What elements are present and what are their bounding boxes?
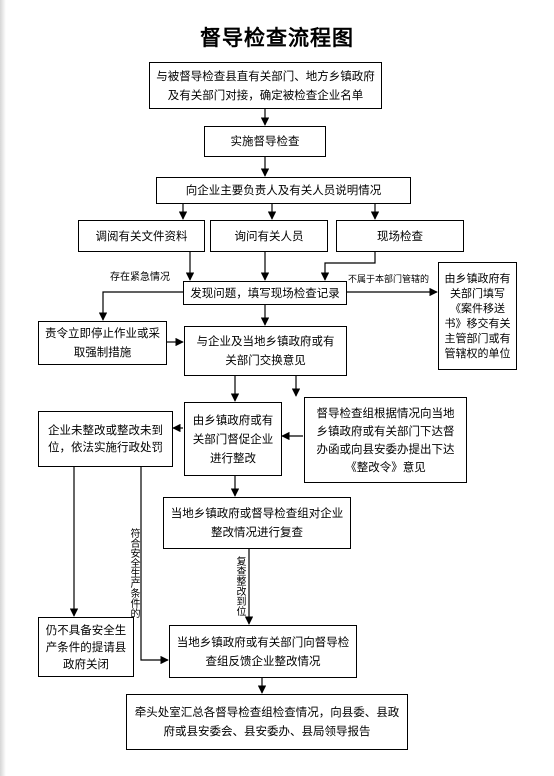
- node-request-closure: 仍不具备安全生产条件的提请县政府关闭: [38, 617, 134, 677]
- node-review-documents: 调阅有关文件资料: [78, 220, 205, 252]
- node-exchange-opinions: 与企业及当地乡镇政府或有关部门交换意见: [184, 326, 347, 376]
- arrow-n5-n7: [98, 291, 183, 321]
- node-explain-situation: 向企业主要负责人及有关人员说明情况: [156, 177, 411, 204]
- node-feedback-rectification: 当地乡镇政府或有关部门向督导检查组反馈企业整改情况: [169, 625, 357, 678]
- node-urge-rectification: 由乡镇政府或有关部门督促企业进行整改: [184, 402, 282, 476]
- node-summary-report: 牵头处室汇总各督导检查组检查情况，向县委、县政府或县安委会、县安委办、县局领导报…: [126, 694, 408, 750]
- node-recheck-rectification: 当地乡镇政府或督导检查组对企业整改情况进行复查: [163, 497, 351, 549]
- node-contact-departments: 与被督导检查县直有关部门、地方乡镇政府及有关部门对接，确定被检查企业名单: [149, 62, 382, 109]
- label-not-jurisdiction: 不属于本部门管辖的: [348, 275, 430, 285]
- label-urgent-situation: 存在紧急情况: [110, 272, 170, 283]
- label-recheck-ok: 复查整改到位: [234, 556, 245, 616]
- page-title: 督导检查流程图: [200, 25, 354, 50]
- node-question-personnel: 询问有关人员: [210, 220, 328, 252]
- node-record-problems: 发现问题，填写现场检查记录: [183, 281, 347, 305]
- node-site-inspection: 现场检查: [336, 220, 464, 252]
- node-case-transfer: 由乡镇政府有关部门填写《案件移送书》移交有关主管部门或有管辖权的单位: [438, 262, 517, 370]
- arrow-n11-n14: [140, 467, 169, 665]
- page-edge-shadow: [0, 0, 6, 776]
- node-administrative-penalty: 企业未整改或整改未到位，依法实施行政处罚: [38, 411, 173, 467]
- node-implement-inspection: 实施督导检查: [204, 126, 326, 157]
- arrow-n4c-n5: [320, 252, 376, 281]
- label-meets-safety: 符合安全生产条件的: [128, 528, 139, 618]
- node-stop-operation: 责令立即停止作业或采取强制措施: [38, 321, 167, 365]
- node-supervision-letter: 督导检查组根据情况向当地乡镇政府或有关部门下达督办函或向县安委办提出下达《整改令…: [304, 397, 467, 483]
